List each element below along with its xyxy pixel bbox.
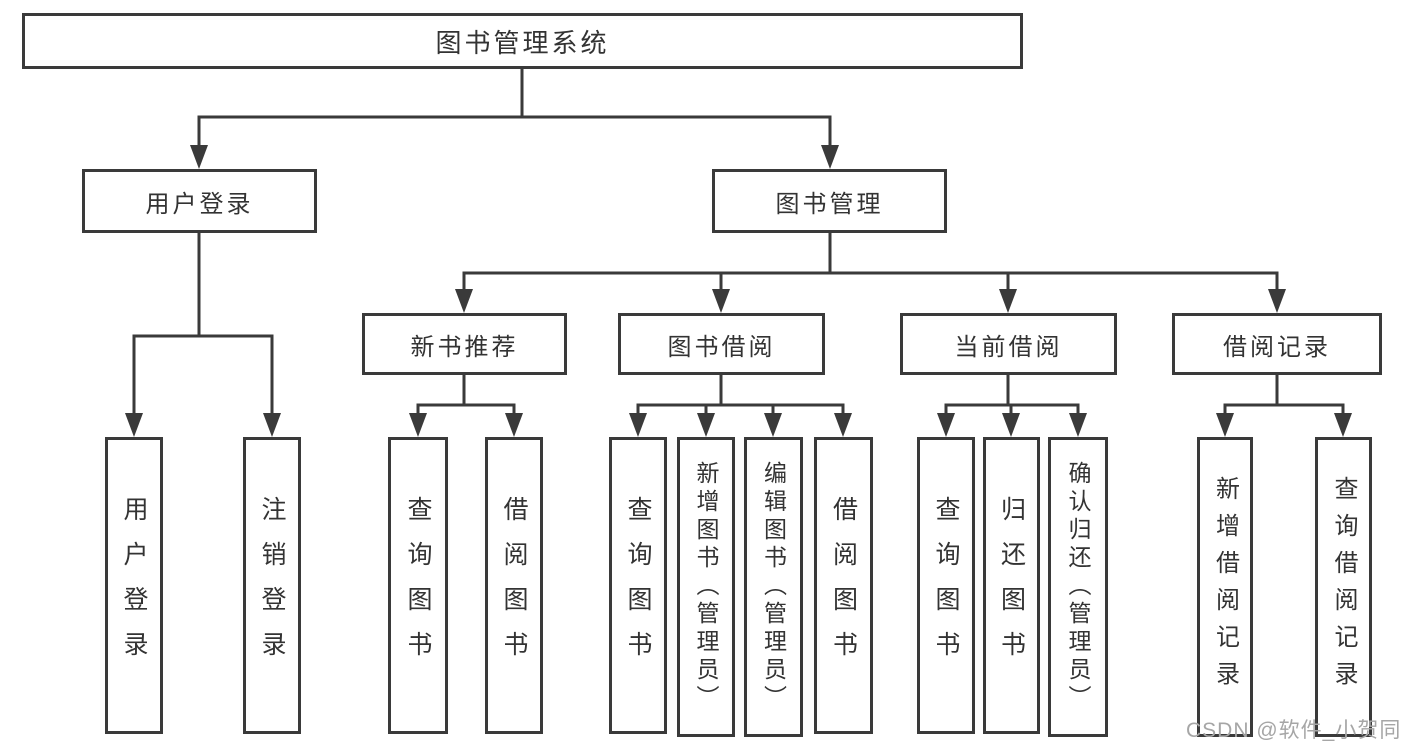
node-book-borrow: 图书借阅: [618, 313, 825, 375]
leaf-confirm-return-admin: 确认归还（管理员）: [1048, 437, 1108, 737]
leaf-edit-book-admin: 编辑图书（管理员）: [744, 437, 803, 737]
leaf-query-book-recommend: 查询图书: [388, 437, 448, 734]
leaf-borrow-book: 借阅图书: [814, 437, 873, 734]
leaf-logout: 注销登录: [243, 437, 301, 734]
tree-edges: [132, 67, 1345, 420]
node-new-book-recommend: 新书推荐: [362, 313, 567, 375]
leaf-return-book: 归还图书: [983, 437, 1040, 734]
arrowheads: [125, 145, 1352, 437]
leaf-borrow-book-recommend: 借阅图书: [485, 437, 543, 734]
node-current-borrow: 当前借阅: [900, 313, 1117, 375]
leaf-add-borrow-record: 新增借阅记录: [1197, 437, 1253, 737]
node-borrow-record: 借阅记录: [1172, 313, 1382, 375]
leaf-add-book-admin: 新增图书（管理员）: [677, 437, 735, 737]
node-user-login: 用户登录: [82, 169, 317, 233]
node-book-management: 图书管理: [712, 169, 947, 233]
leaf-query-borrow-record: 查询借阅记录: [1315, 437, 1372, 737]
leaf-query-book-borrow: 查询图书: [609, 437, 667, 734]
node-root-system: 图书管理系统: [22, 13, 1023, 69]
csdn-watermark: CSDN @软件_小贺同学: [1186, 719, 1402, 742]
leaf-query-book-current: 查询图书: [917, 437, 975, 734]
leaf-user-login: 用户登录: [105, 437, 163, 734]
